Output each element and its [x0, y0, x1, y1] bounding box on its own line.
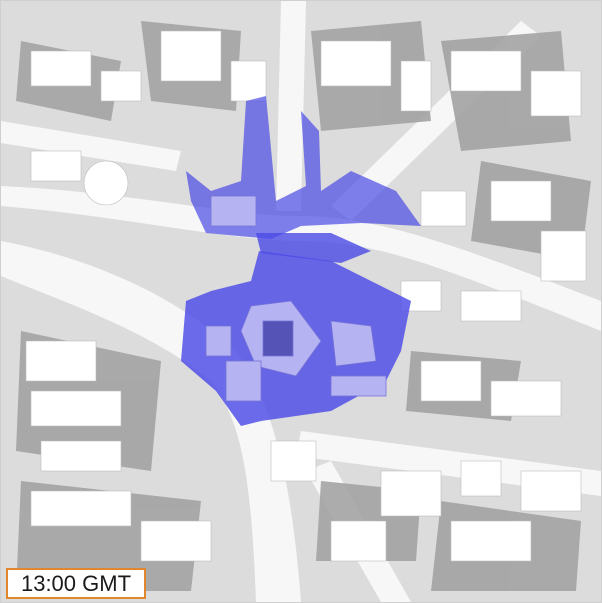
time-label: 13:00 GMT [6, 568, 146, 599]
buildings [25, 30, 587, 562]
railway-corridor [1, 186, 601, 331]
road-north [276, 1, 306, 211]
impacted-buildings [205, 195, 387, 402]
impact-area-strip [256, 233, 371, 263]
road-west [1, 121, 181, 171]
